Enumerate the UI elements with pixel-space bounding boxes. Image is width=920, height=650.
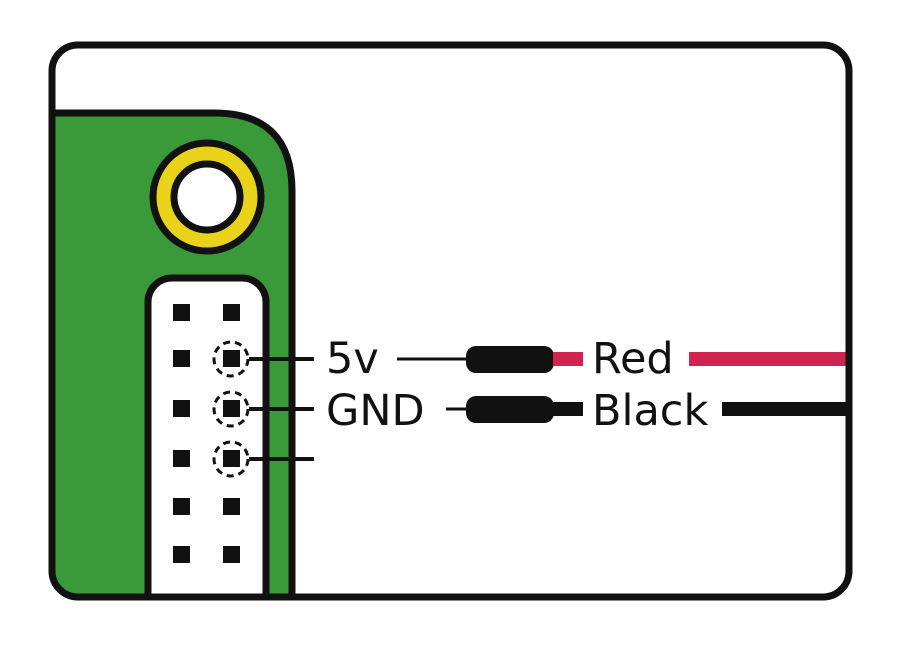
header-pin [223, 498, 240, 515]
header-pin-gnd [223, 400, 240, 417]
red-wire-stub [553, 352, 583, 366]
header-pin [173, 304, 190, 321]
pin-highlight-gnd [212, 390, 250, 428]
pin-highlights [212, 340, 250, 478]
header-pin [223, 304, 240, 321]
header-pin-gnd-2 [223, 450, 240, 467]
header-pin [173, 498, 190, 515]
pin-highlight-5v [212, 340, 250, 378]
pin-leader-lines [249, 357, 314, 461]
label-red: Red [592, 334, 674, 384]
header-pin [173, 350, 190, 367]
label-black: Black [592, 386, 708, 436]
header-pins [173, 304, 240, 563]
black-wire-stub [553, 402, 583, 416]
pin-highlight-gnd-2 [212, 440, 250, 478]
header-pin [223, 546, 240, 563]
gpio-header [144, 274, 270, 597]
connector-gnd [466, 396, 554, 423]
label-5v: 5v [326, 334, 379, 384]
connector-5v [466, 346, 554, 373]
black-wire [722, 402, 849, 416]
header-pin-5v [223, 350, 240, 367]
red-wire [689, 352, 849, 366]
header-pin [173, 450, 190, 467]
header-pin [173, 546, 190, 563]
mount-hole [170, 160, 244, 234]
header-pin [173, 400, 190, 417]
label-gnd: GND [326, 386, 425, 436]
diagram-frame [48, 41, 853, 601]
